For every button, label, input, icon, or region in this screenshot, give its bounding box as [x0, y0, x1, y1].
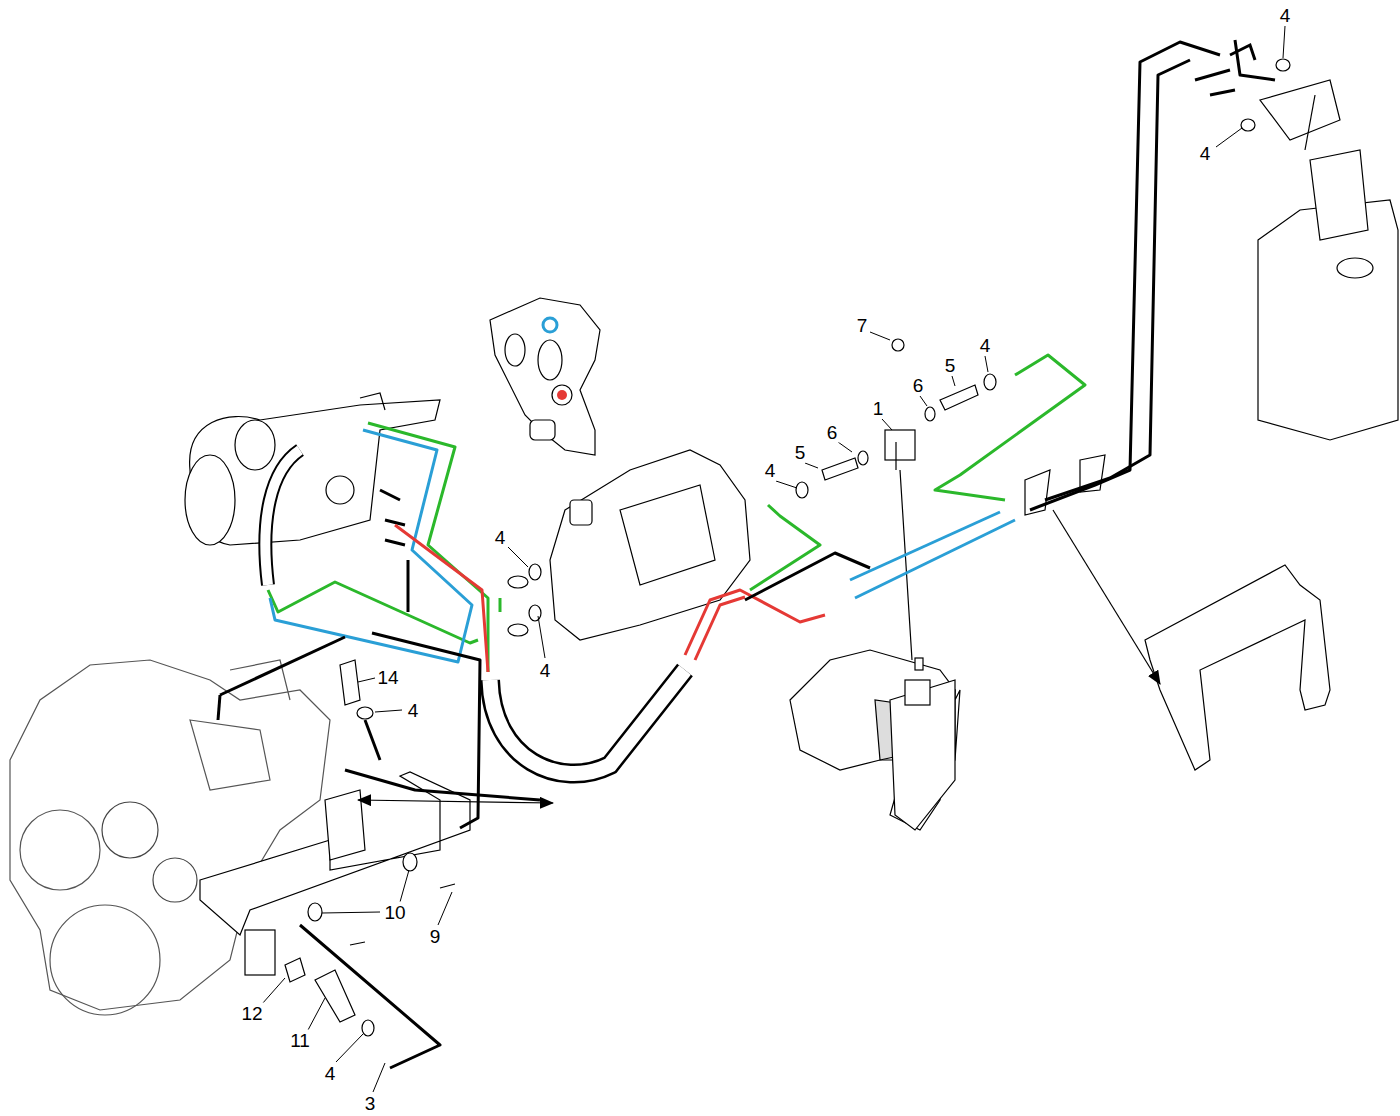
callout-number: 11 — [288, 1030, 312, 1051]
callout-number: 4 — [406, 700, 421, 721]
callout-number: 9 — [428, 926, 443, 947]
callout-number: 5 — [943, 355, 958, 376]
callout-number: 4 — [763, 460, 778, 481]
callout-number: 5 — [793, 442, 808, 463]
callout-number: 1 — [871, 398, 886, 419]
callout-number: 4 — [1198, 143, 1213, 164]
callout-number: 6 — [825, 422, 840, 443]
callout-number: 3 — [363, 1093, 378, 1114]
callout-number: 12 — [239, 1003, 264, 1024]
callout-number: 4 — [493, 527, 508, 548]
callout-number: 14 — [375, 667, 400, 688]
callout-number: 4 — [538, 660, 553, 681]
callout-number: 4 — [1278, 5, 1293, 26]
callout-number: 4 — [978, 335, 993, 356]
callout-number: 7 — [855, 315, 870, 336]
callout-number: 6 — [911, 375, 926, 396]
callout-number: 4 — [323, 1063, 338, 1084]
callout-number: 10 — [382, 902, 407, 923]
